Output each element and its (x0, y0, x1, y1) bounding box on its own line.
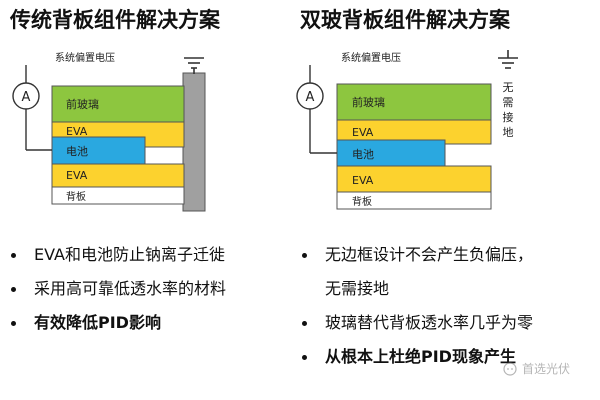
double-glass-module-diagram: 无 需 接 地 A 前玻璃 EVA 电池 EVA 背板 (296, 50, 518, 210)
bullet-item: 无边框设计不会产生负偏压， 无需接地 (299, 244, 599, 300)
bullet-item: 从根本上杜绝PID现象产生 (299, 346, 599, 368)
bullet-dot-icon (302, 321, 307, 326)
eva-top-label: EVA (66, 125, 88, 138)
bullet-text: 有效降低PID影响 (34, 313, 161, 332)
front-glass-layer (336, 83, 492, 121)
backsheet-label: 背板 (352, 195, 372, 208)
bullet-item: 采用高可靠低透水率的材料 (8, 278, 293, 300)
bias-voltage-label-right: 系统偏置电压 (341, 53, 401, 64)
no-ground-note-2: 需 (503, 96, 514, 109)
ammeter-label: A (306, 90, 315, 105)
bullet-dot-icon (11, 321, 16, 326)
bullet-dot-icon (11, 253, 16, 258)
solar-cell-layer (51, 136, 146, 165)
ammeter-icon (12, 82, 40, 110)
eva-bottom-label: EVA (66, 169, 88, 182)
front-glass-layer (51, 85, 185, 123)
bullet-text-continued: 无需接地 (325, 279, 390, 298)
front-glass-label: 前玻璃 (352, 95, 385, 109)
no-ground-note-4: 地 (503, 126, 514, 139)
ammeter-label: A (22, 90, 31, 105)
bullet-dot-icon (302, 355, 307, 360)
bullet-item: EVA和电池防止钠离子迁徙 (8, 244, 293, 266)
bullet-dot-icon (302, 253, 307, 258)
no-ground-note-3: 接 (503, 111, 514, 124)
bullet-text: 玻璃替代背板透水率几乎为零 (325, 313, 534, 332)
bias-voltage-label-left: 系统偏置电压 (55, 53, 115, 64)
ammeter-circuit (25, 65, 52, 151)
solar-cell-layer (336, 139, 446, 167)
watermark-text: 首选光伏 (522, 362, 571, 376)
ground-symbol (184, 57, 204, 74)
bullet-item: 有效降低PID影响 (8, 312, 293, 334)
cell-label: 电池 (352, 148, 374, 161)
bullet-text: 采用高可靠低透水率的材料 (34, 279, 227, 298)
ground-symbol (498, 50, 518, 69)
bullet-item: 玻璃替代背板透水率几乎为零 (299, 312, 599, 334)
traditional-module-diagram: A 前玻璃 EVA 电池 EVA 背板 (12, 57, 206, 212)
eva-top-label: EVA (352, 126, 374, 139)
title-traditional-backsheet: 传统背板组件解决方案 (10, 8, 220, 32)
title-double-glass: 双玻背板组件解决方案 (300, 8, 510, 32)
front-glass-label: 前玻璃 (66, 97, 99, 111)
eva-bottom-label: EVA (352, 174, 374, 187)
backsheet-layer (336, 191, 492, 210)
ammeter-icon (296, 82, 324, 110)
ammeter-circuit (309, 65, 337, 154)
aluminum-frame (182, 72, 206, 212)
traditional-bullet-list: EVA和电池防止钠离子迁徙 采用高可靠低透水率的材料 有效降低PID影响 (8, 244, 293, 346)
double-glass-bullet-list: 无边框设计不会产生负偏压， 无需接地 玻璃替代背板透水率几乎为零 从根本上杜绝P… (299, 244, 599, 380)
backsheet-layer (51, 186, 185, 205)
bullet-text: 无边框设计不会产生负偏压， (325, 245, 534, 264)
no-ground-note-1: 无 (503, 81, 514, 94)
cell-label: 电池 (66, 145, 88, 158)
backsheet-label: 背板 (66, 190, 86, 203)
bullet-dot-icon (11, 287, 16, 292)
bullet-text: 从根本上杜绝PID现象产生 (325, 347, 516, 366)
chat-bubble-icon (503, 362, 517, 376)
bullet-text: EVA和电池防止钠离子迁徙 (34, 245, 225, 264)
